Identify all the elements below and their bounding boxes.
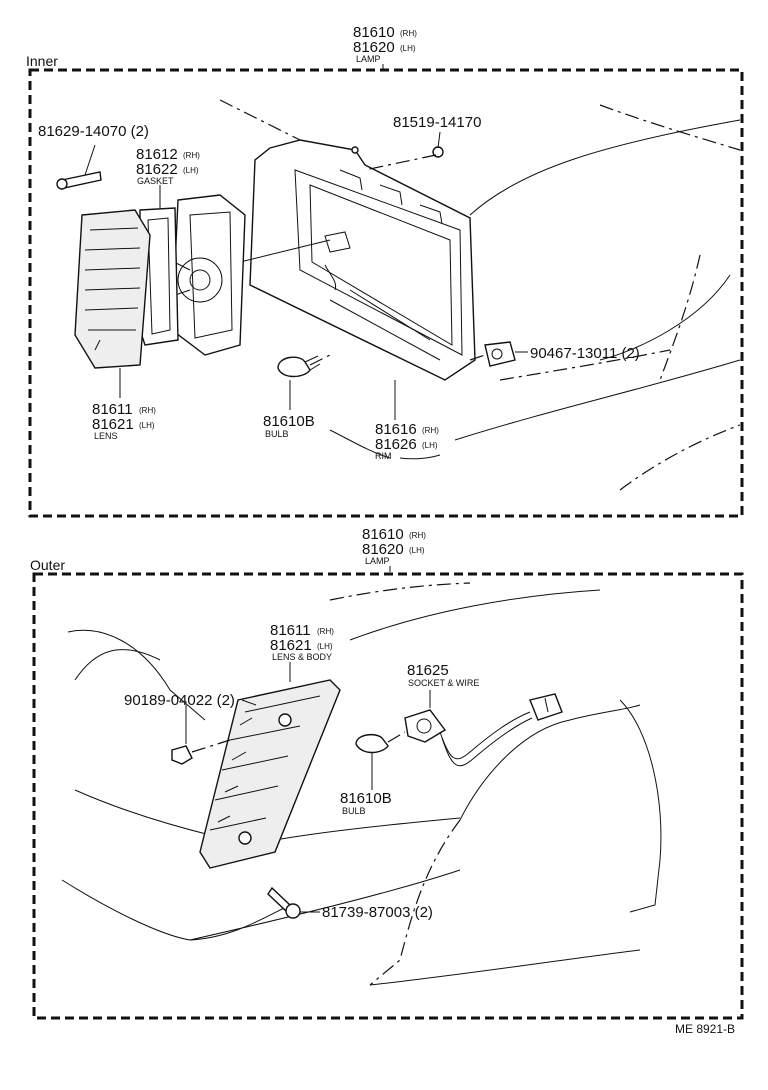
outer-body-line	[61, 879, 291, 941]
outer-lamp-name: LAMP	[365, 556, 390, 566]
inner-body-line	[599, 104, 741, 151]
leader-line	[387, 731, 406, 743]
inner-lens-rh-number: 81611	[92, 401, 133, 418]
outer-screw-icon	[267, 886, 301, 919]
leader-line	[364, 154, 437, 171]
inner-rim-rh-number: 81616	[375, 421, 417, 438]
inner-body-line	[659, 254, 701, 381]
inner-body-line	[499, 349, 671, 381]
outer-body-line	[369, 819, 461, 986]
inner-gasket-rh-number: 81612	[136, 146, 178, 163]
inner-lens-lh-suffix: (LH)	[139, 421, 155, 430]
outer-lens-rh-number: 81611	[270, 622, 311, 639]
socket-wire-part	[404, 693, 563, 767]
outer-nut-label: 90189-04022 (2)	[124, 692, 235, 709]
outer-lens-name: LENS & BODY	[272, 652, 332, 662]
outer-lens-body-part	[199, 679, 341, 869]
inner-body-line	[619, 424, 741, 491]
outer-lens-lh-suffix: (LH)	[317, 642, 333, 651]
inner-lamp-name: LAMP	[356, 54, 381, 64]
leader-line	[437, 131, 441, 149]
leader-line	[329, 429, 441, 460]
outer-section-label: Outer	[30, 557, 65, 573]
inner-lens-rh-suffix: (RH)	[139, 406, 156, 415]
inner-rim-rh-suffix: (RH)	[422, 426, 439, 435]
outer-bulb-icon	[355, 733, 389, 754]
outer-lamp-lh-number: 81620	[362, 541, 404, 558]
inner-rim-name: RIM	[375, 451, 392, 461]
inner-bolt-label: 81519-14170	[393, 114, 481, 131]
reflector-unit	[159, 194, 246, 356]
inner-wire-hook	[324, 264, 337, 291]
inner-lamp-lh-suffix: (LH)	[400, 44, 416, 53]
outer-body-line	[349, 589, 601, 641]
gasket-inner	[147, 217, 171, 335]
inner-gasket-name: GASKET	[137, 176, 174, 186]
outer-lamp-rh-number: 81610	[362, 526, 404, 543]
inner-bulb-number: 81610B	[263, 413, 315, 430]
inner-screw-icon	[56, 171, 102, 190]
outer-body-line	[329, 582, 471, 601]
inner-section: 81610 (RH) 81620 (LH) LAMP Inner	[26, 24, 744, 518]
outer-body-line	[619, 699, 662, 913]
outer-dashed-frame	[32, 572, 744, 1020]
inner-lamp-lh-number: 81620	[353, 39, 395, 56]
leader-line	[84, 144, 96, 176]
outer-lamp-rh-suffix: (RH)	[409, 531, 426, 540]
inner-screw-label: 81629-14070 (2)	[38, 123, 149, 140]
inner-section-label: Inner	[26, 53, 58, 69]
inner-body-line	[599, 274, 731, 361]
inner-gasket-lh-number: 81622	[136, 161, 178, 178]
leader-line	[469, 354, 486, 361]
outer-bulb-number: 81610B	[340, 790, 392, 807]
inner-bulb-icon	[277, 355, 321, 378]
outer-body-line	[369, 949, 641, 986]
inner-lamp-rh-suffix: (RH)	[400, 29, 417, 38]
inner-lens-part	[74, 209, 151, 369]
inner-body-line	[469, 119, 741, 216]
inner-rim-lh-suffix: (LH)	[422, 441, 438, 450]
outer-lens-rh-suffix: (RH)	[317, 627, 334, 636]
inner-lamp-rh-number: 81610	[353, 24, 395, 41]
outer-body-line	[459, 704, 641, 821]
outer-socket-name: SOCKET & WIRE	[408, 678, 479, 688]
inner-socket-wire	[239, 231, 351, 263]
outer-body-line	[74, 649, 161, 681]
inner-lens-name: LENS	[94, 431, 118, 441]
outer-screw-label: 81739-87003 (2)	[322, 904, 433, 921]
diagram-code: ME 8921-B	[675, 1022, 735, 1036]
inner-clip-label: 90467-13011 (2)	[530, 345, 640, 362]
outer-socket-number: 81625	[407, 662, 449, 679]
outer-body-line	[74, 789, 211, 836]
inner-bulb-name: BULB	[265, 429, 289, 439]
inner-lens-lh-number: 81621	[92, 416, 134, 433]
rim-housing	[249, 139, 476, 381]
inner-clip-icon	[484, 341, 516, 367]
outer-section: 81610 (RH) 81620 (LH) LAMP Outer	[30, 526, 744, 1020]
outer-nut-icon	[171, 745, 193, 765]
outer-body-line	[189, 869, 461, 941]
inner-body-line	[454, 359, 741, 441]
inner-gasket-lh-suffix: (LH)	[183, 166, 199, 175]
leader-line	[191, 739, 231, 753]
inner-rim-lh-number: 81626	[375, 436, 417, 453]
leader-line	[241, 699, 257, 706]
outer-bulb-name: BULB	[342, 806, 366, 816]
outer-lamp-lh-suffix: (LH)	[409, 546, 425, 555]
outer-body-line	[67, 629, 206, 721]
outer-lens-lh-number: 81621	[270, 637, 312, 654]
inner-gasket-rh-suffix: (RH)	[183, 151, 200, 160]
inner-body-line	[219, 99, 301, 141]
leader-line	[309, 354, 331, 366]
inner-dashed-frame	[28, 68, 744, 518]
